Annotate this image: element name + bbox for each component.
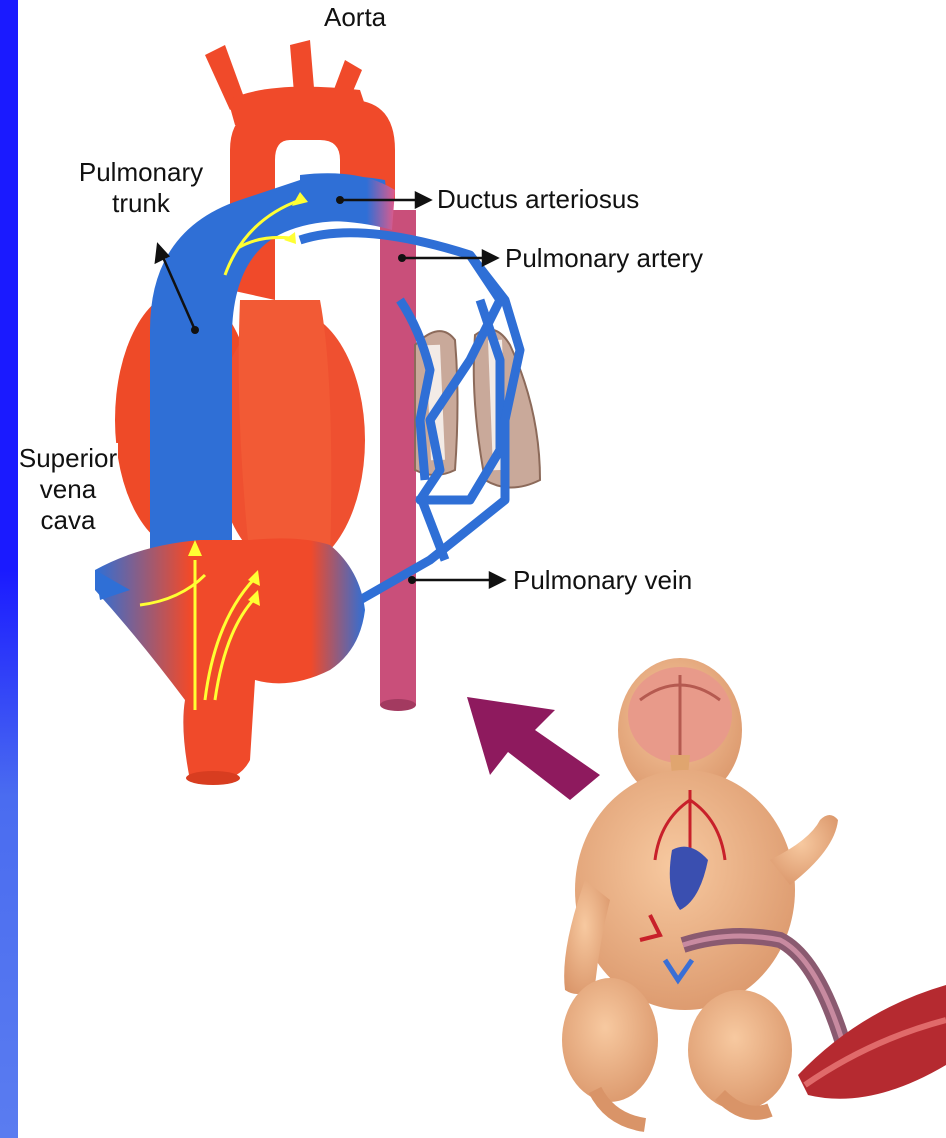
label-pulmonary-vein: Pulmonary vein	[513, 565, 692, 596]
label-svc-line3: cava	[18, 505, 118, 536]
right-atrium	[95, 538, 365, 785]
pointer-arrow	[467, 697, 600, 800]
label-aorta: Aorta	[324, 2, 386, 33]
label-superior-vena-cava: Superior vena cava	[18, 443, 118, 537]
label-svc-line1: Superior	[18, 443, 118, 474]
label-ductus-arteriosus: Ductus arteriosus	[437, 184, 639, 215]
label-pulmonary-trunk: Pulmonary trunk	[76, 157, 206, 219]
label-svc-line2: vena	[18, 474, 118, 505]
descending-aorta-tube	[380, 210, 416, 711]
label-pulmonary-trunk-line1: Pulmonary	[76, 157, 206, 188]
label-pulmonary-artery: Pulmonary artery	[505, 243, 703, 274]
label-pulmonary-trunk-line2: trunk	[76, 188, 206, 219]
fetus-illustration	[562, 658, 838, 1125]
